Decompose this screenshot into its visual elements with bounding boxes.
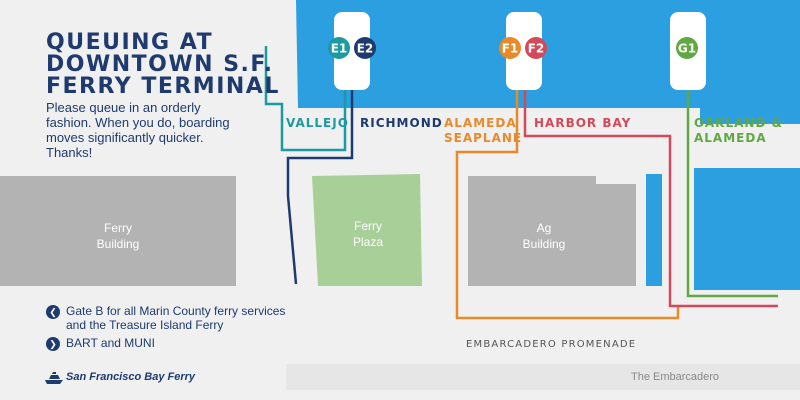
ag-building-shape [468, 176, 636, 286]
embarcadero-street [286, 364, 800, 390]
legend-gate-b-line-2: and the Treasure Island Ferry [66, 318, 224, 332]
ferry-building-label: Ferry Building [68, 220, 168, 252]
route-label-alameda-seaplane-line-2: SEAPLANE [444, 131, 523, 145]
title-line-3: FERRY TERMINAL [46, 74, 280, 99]
gate-e1-label: E1 [331, 42, 348, 56]
ferry-building-shape [0, 176, 236, 286]
logo-text: San Francisco Bay Ferry [66, 371, 196, 383]
route-label-alameda-seaplane: ALAMEDA SEAPLANE [444, 116, 522, 146]
chevron-down-icon: ❯ [46, 337, 60, 351]
harbor-bay-queue-line [523, 90, 778, 308]
ag-building-label-line-2: Building [522, 237, 566, 251]
gate-e2-label: E2 [357, 42, 374, 56]
instructions-line-3: moves significantly quicker. [46, 130, 204, 145]
water-slip [646, 174, 662, 286]
chevron-left-icon: ❮ [46, 305, 60, 319]
alameda-seaplane-queue-line [455, 90, 680, 320]
ag-building-label-line-1: Ag [536, 221, 552, 235]
ag-building-label: Ag Building [506, 220, 582, 252]
gate-f-pier [506, 12, 542, 90]
route-label-harbor-bay: HARBOR BAY [534, 116, 632, 130]
legend-gate-b: ❮ Gate B for all Marin County ferry serv… [46, 304, 285, 332]
instructions-line-1: Please queue in an orderly [46, 100, 201, 115]
route-label-oakland-alameda: OAKLAND & ALAMEDA [694, 116, 783, 146]
route-label-alameda-seaplane-line-1: ALAMEDA [444, 116, 517, 130]
gate-e-pier [334, 12, 370, 90]
ferry-plaza-label-line-2: Plaza [352, 235, 384, 249]
oakland-alameda-queue-line [686, 90, 778, 298]
ferry-building-label-line-1: Ferry [104, 221, 132, 235]
gate-f2-label: F2 [528, 42, 545, 56]
route-label-oakland-alameda-line-1: OAKLAND & [694, 116, 784, 130]
ferry-plaza-shape [312, 174, 422, 286]
route-label-richmond: RICHMOND [360, 116, 443, 130]
ferry-boat-icon [45, 372, 63, 384]
page-title: QUEUING AT DOWNTOWN S.F. FERRY TERMINAL [46, 32, 280, 98]
richmond-queue-line [286, 90, 354, 285]
queue-instructions: Please queue in an orderly fashion. When… [46, 100, 286, 160]
bay-water-inlet [694, 168, 800, 290]
vallejo-queue-line [264, 46, 347, 152]
ferry-building-label-line-2: Building [96, 237, 140, 251]
ferry-plaza-label: Ferry Plaza [326, 218, 410, 250]
legend-gate-b-line-1: Gate B for all Marin County ferry servic… [66, 304, 286, 318]
embarcadero-promenade-label: EMBARCADERO PROMENADE [466, 339, 637, 350]
ferry-plaza-label-line-1: Ferry [354, 219, 382, 233]
instructions-line-4: Thanks! [46, 145, 93, 160]
title-line-1: QUEUING AT [46, 30, 214, 55]
title-line-2: DOWNTOWN S.F. [46, 52, 274, 77]
gate-f2-badge [525, 37, 547, 59]
route-label-vallejo: VALLEJO [286, 116, 349, 130]
instructions-line-2: fashion. When you do, boarding [46, 115, 230, 130]
route-label-oakland-alameda-line-2: ALAMEDA [694, 131, 767, 145]
gate-f1-badge [499, 37, 521, 59]
gate-e1-badge [328, 37, 350, 59]
gate-g1-badge [676, 37, 698, 59]
legend-bart-muni-text: BART and MUNI [66, 336, 155, 350]
embarcadero-street-label: The Embarcadero [631, 371, 720, 383]
legend-bart-muni: ❯ BART and MUNI [46, 336, 155, 351]
gate-e2-badge [354, 37, 376, 59]
gate-g1-label: G1 [678, 42, 696, 56]
gate-f1-label: F1 [502, 42, 519, 56]
bay-water [296, 0, 800, 124]
